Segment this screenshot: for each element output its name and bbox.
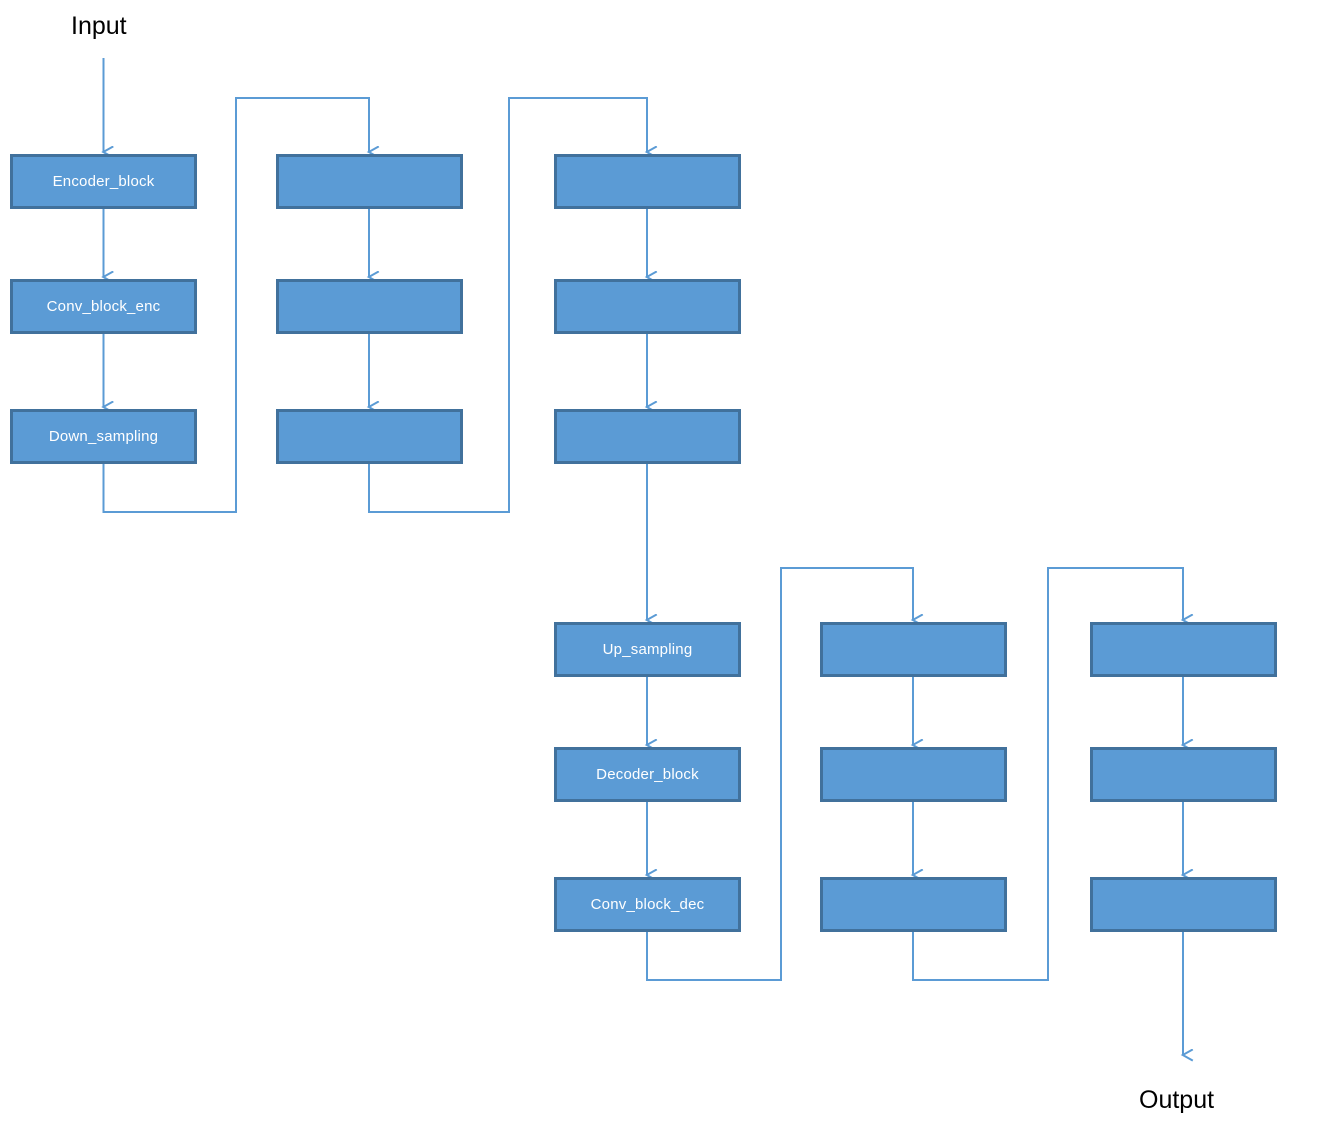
output-label: Output bbox=[1139, 1086, 1215, 1114]
node-up-sampling[interactable]: Up_sampling bbox=[554, 622, 741, 677]
node-label: Decoder_block bbox=[596, 766, 699, 783]
node-decoder-stage3-block1[interactable] bbox=[1090, 622, 1277, 677]
node-encoder-stage2-block3[interactable] bbox=[276, 409, 463, 464]
node-decoder-stage2-block2[interactable] bbox=[820, 747, 1007, 802]
node-encoder-stage3-block2[interactable] bbox=[554, 279, 741, 334]
node-decoder-stage2-block1[interactable] bbox=[820, 622, 1007, 677]
node-label: Encoder_block bbox=[52, 173, 155, 190]
node-label: Conv_block_dec bbox=[590, 896, 705, 913]
node-decoder-stage2-block3[interactable] bbox=[820, 877, 1007, 932]
node-down-sampling[interactable]: Down_sampling bbox=[10, 409, 197, 464]
node-encoder-stage3-block3[interactable] bbox=[554, 409, 741, 464]
node-label: Down_sampling bbox=[48, 428, 159, 445]
node-decoder-block[interactable]: Decoder_block bbox=[554, 747, 741, 802]
node-encoder-stage2-block1[interactable] bbox=[276, 154, 463, 209]
node-encoder-block[interactable]: Encoder_block bbox=[10, 154, 197, 209]
node-label: Conv_block_enc bbox=[46, 298, 161, 315]
node-decoder-stage3-block2[interactable] bbox=[1090, 747, 1277, 802]
node-label: Up_sampling bbox=[602, 641, 693, 658]
input-label: Input bbox=[71, 12, 127, 40]
node-encoder-stage2-block2[interactable] bbox=[276, 279, 463, 334]
node-decoder-stage3-block3[interactable] bbox=[1090, 877, 1277, 932]
node-conv-block-dec[interactable]: Conv_block_dec bbox=[554, 877, 741, 932]
node-encoder-stage3-block1[interactable] bbox=[554, 154, 741, 209]
node-conv-block-enc[interactable]: Conv_block_enc bbox=[10, 279, 197, 334]
